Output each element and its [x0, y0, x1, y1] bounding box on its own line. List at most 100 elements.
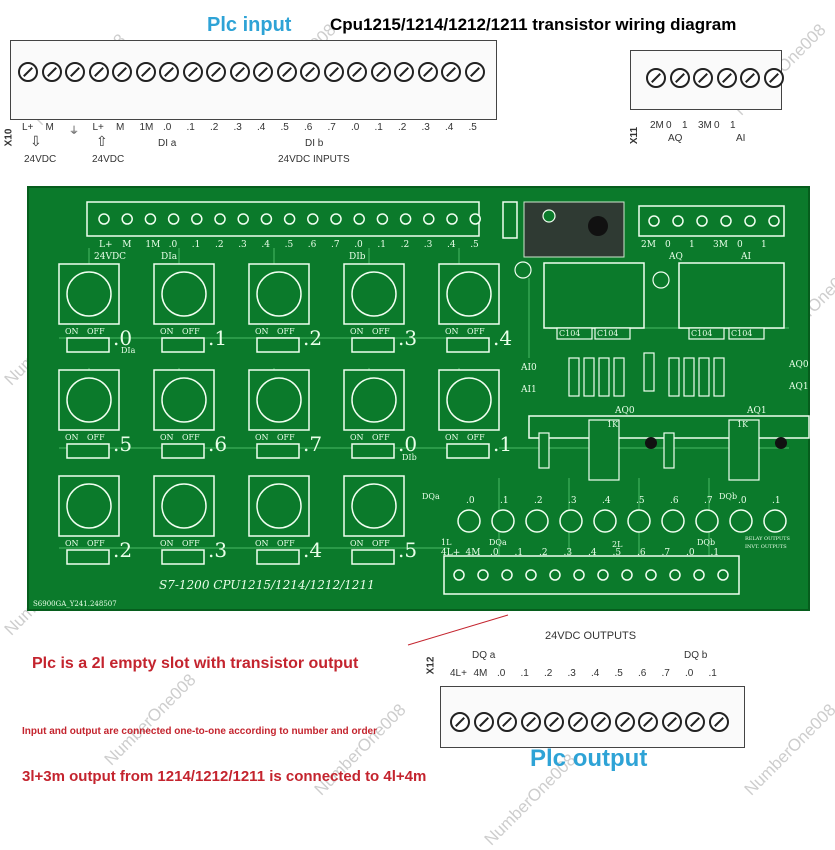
- board-dqb: DQb: [719, 492, 738, 501]
- screw-terminal-icon: [229, 62, 250, 82]
- switch-off-label: OFF: [467, 433, 485, 442]
- dip-switch: [446, 337, 490, 353]
- screw-terminal-icon: [135, 62, 156, 82]
- board-top-pin: L+: [99, 240, 113, 250]
- screw-terminal-icon: [112, 62, 132, 82]
- board-resistor-2: 1K: [737, 420, 749, 429]
- board-top-pad: [330, 213, 342, 225]
- switch-on-label: ON: [255, 539, 269, 548]
- board-top-pad: [307, 213, 319, 225]
- dip-switch: [161, 549, 205, 565]
- led-icon: [525, 509, 549, 533]
- board-bottom-pad: [477, 569, 489, 581]
- pin-label: .1: [520, 668, 529, 679]
- board-bottom-pad: [621, 569, 633, 581]
- board-top-pad: [469, 213, 481, 225]
- screw-terminal-icon: [693, 68, 713, 88]
- switch-off-label: OFF: [372, 327, 390, 336]
- board-bottom-pad: [669, 569, 681, 581]
- board-top-pad: [191, 213, 203, 225]
- pin-label: 0: [666, 120, 672, 131]
- screw-terminal-icon: [661, 712, 682, 732]
- board-right-pad: [744, 215, 756, 227]
- toggle-switch-icon: [256, 377, 302, 423]
- diagram-title: Cpu1215/1214/1212/1211 transistor wiring…: [330, 15, 737, 34]
- plc-output-title: Plc output: [530, 745, 648, 772]
- board-right-pad: [720, 215, 732, 227]
- board-bottom-pin: .1: [514, 548, 524, 558]
- screw-terminal-icon: [417, 62, 438, 82]
- x11-ai: AI: [736, 133, 746, 144]
- x10-inputs: 24VDC INPUTS: [278, 154, 350, 165]
- board-bottom-pad: [597, 569, 609, 581]
- note-empty-slot: Plc is a 2l empty slot with transistor o…: [32, 655, 359, 672]
- switch-number: .3: [208, 538, 228, 562]
- switch-off-label: OFF: [87, 327, 105, 336]
- pin-label: 4M: [473, 668, 488, 679]
- board-ai-group: AI: [741, 252, 752, 262]
- board-top-pad: [260, 213, 273, 225]
- board-top-pin: .6: [307, 240, 317, 250]
- board-bottom-pin: .6: [637, 548, 646, 558]
- pin-label: 3M: [698, 120, 712, 131]
- led-icon: [491, 509, 515, 533]
- board-top-pin: .2: [400, 240, 410, 250]
- toggle-switch-icon: [351, 271, 397, 317]
- board-dib: DIb: [349, 252, 366, 262]
- dip-switch: [351, 443, 395, 459]
- board-top-pad: [446, 213, 458, 225]
- led-label: .3: [568, 496, 577, 506]
- switch-number: .7: [303, 432, 323, 456]
- board-bottom-pad: [573, 569, 585, 581]
- screw-terminal-icon: [763, 68, 784, 88]
- board-bottom-pin: .3: [563, 548, 573, 558]
- switch-number: .0: [113, 326, 133, 350]
- board-top-pad: [121, 213, 133, 225]
- pin-label: .2: [398, 122, 407, 133]
- switch-number: .5: [113, 432, 133, 456]
- board-bottom-pin: .7: [661, 548, 671, 558]
- switch-off-label: OFF: [372, 433, 390, 442]
- screw-terminal-icon: [685, 712, 705, 732]
- screw-terminal-icon: [520, 712, 541, 732]
- board-top-pad: [399, 213, 412, 225]
- dip-switch: [256, 337, 300, 353]
- board-aq0: AQ0: [615, 406, 635, 416]
- pin-label: .5: [280, 122, 289, 133]
- switch-number: .2: [113, 538, 133, 562]
- board-top-pad: [283, 213, 296, 225]
- board-dqb-bottom: DQb: [697, 538, 716, 547]
- pin-label: L+: [22, 122, 34, 133]
- board-2l: 2L: [612, 540, 623, 549]
- x12-dqa: DQ a: [472, 650, 496, 661]
- board-aq1: AQ1: [747, 406, 767, 416]
- led-icon: [695, 509, 719, 533]
- board-dqa-bottom: DQa: [489, 538, 507, 547]
- screw-terminal-icon: [473, 712, 494, 732]
- screw-terminal-icon: [159, 62, 179, 82]
- switch-off-label: OFF: [372, 539, 390, 548]
- board-right-pad: [768, 215, 780, 227]
- pin-label: .0: [351, 122, 360, 133]
- switch-off-label: OFF: [277, 539, 295, 548]
- pin-label: .0: [163, 122, 172, 133]
- toggle-switch-icon: [446, 377, 492, 423]
- pin-label: .3: [567, 668, 576, 679]
- led-icon: [729, 509, 753, 533]
- pin-label: 1M: [139, 122, 154, 133]
- screw-terminal-icon: [41, 62, 62, 82]
- switch-off-label: OFF: [182, 327, 200, 336]
- pin-label: L+: [92, 122, 104, 133]
- screw-terminal-icon: [323, 62, 344, 82]
- board-top-pad: [423, 213, 435, 225]
- board-top-pad: [144, 213, 157, 225]
- pin-label: .1: [186, 122, 195, 133]
- switch-on-label: ON: [350, 433, 364, 442]
- board-serial: S6900GA_Y241.248507: [33, 600, 117, 608]
- switch-off-label: OFF: [277, 327, 295, 336]
- switch-number: .4: [493, 326, 513, 350]
- screw-terminal-icon: [450, 712, 470, 732]
- pin-label: .0: [685, 668, 694, 679]
- x10-arrow-icon-b: ⇧: [96, 133, 108, 149]
